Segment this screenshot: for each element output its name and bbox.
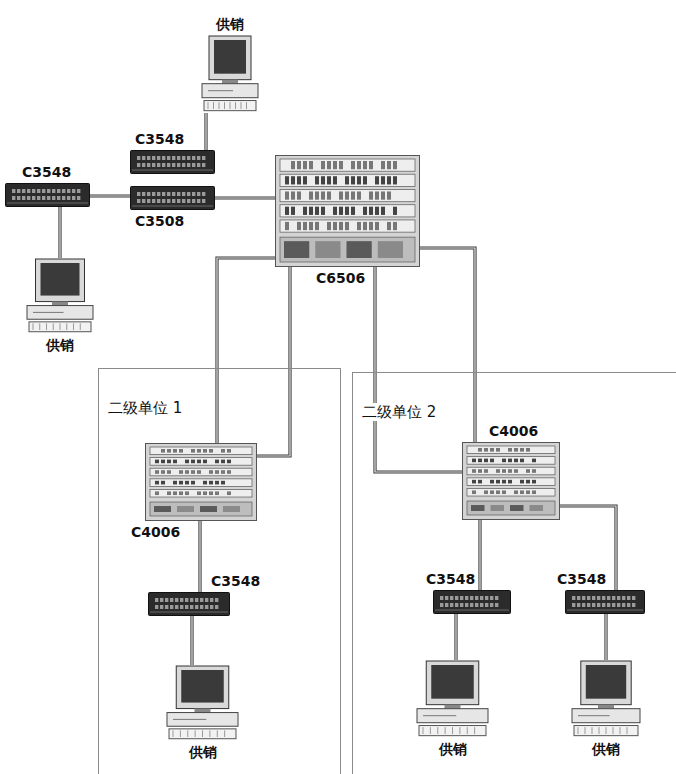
access-switch: C3548 — [433, 590, 511, 614]
network-cable — [59, 207, 60, 258]
computer-icon — [25, 258, 95, 334]
computer-icon — [200, 35, 260, 113]
cable-outline — [90, 194, 130, 197]
unit-title: 二级单位 2 — [362, 403, 436, 421]
workstation: 供销 — [25, 258, 95, 334]
cable-outline — [454, 614, 457, 660]
access-switch: C3548 — [5, 183, 90, 207]
switch-icon — [130, 186, 215, 210]
device-label: C3548 — [21, 164, 72, 180]
network-cable — [375, 267, 462, 472]
device-label: C6506 — [315, 270, 366, 286]
core-switch: C4006 — [462, 442, 560, 520]
device-label: 供销 — [438, 741, 468, 757]
switch-icon — [433, 590, 511, 614]
switch-icon — [148, 592, 230, 616]
cable-outline — [190, 616, 193, 665]
cable-outline — [198, 521, 201, 592]
workstation: 供销 — [200, 35, 260, 113]
switch-icon — [145, 443, 257, 521]
network-cable — [205, 113, 206, 150]
device-label: 供销 — [188, 744, 218, 760]
device-label: 供销 — [45, 337, 75, 353]
computer-icon — [165, 665, 240, 741]
network-cable — [455, 614, 456, 660]
cable-outline — [604, 614, 607, 660]
core-switch: C6506 — [275, 155, 420, 267]
device-label: C4006 — [488, 423, 539, 439]
device-label: C3548 — [425, 571, 476, 587]
device-label: C3508 — [134, 213, 185, 229]
network-cable — [199, 521, 200, 592]
network-cable — [257, 267, 290, 456]
cable-outline — [204, 113, 207, 150]
network-cable — [191, 616, 192, 665]
cable-outline — [217, 258, 275, 443]
workstation: 供销 — [570, 660, 642, 738]
unit-region: 二级单位 1 C4006C3548 供销 — [98, 368, 341, 774]
switch-icon — [462, 442, 560, 520]
unit-title: 二级单位 1 — [108, 399, 182, 417]
device-label: 供销 — [215, 16, 245, 32]
switch-icon — [130, 150, 215, 174]
device-label: C3548 — [556, 571, 607, 587]
device-label: C3548 — [134, 131, 185, 147]
switch-icon — [565, 590, 645, 614]
access-switch: C3548 — [565, 590, 645, 614]
cable-outline — [257, 267, 290, 456]
cable-outline — [58, 207, 61, 258]
unit-region: 二级单位 2C4006C3548C3548供销供销 — [352, 372, 676, 774]
core-switch: C4006 — [145, 443, 257, 521]
access-switch: C3548 — [130, 150, 215, 174]
cable-outline — [478, 520, 481, 590]
cable-outline — [375, 267, 462, 472]
computer-icon — [415, 660, 490, 738]
device-label: C3548 — [210, 573, 261, 589]
connectors — [60, 113, 616, 665]
cable-outline — [215, 196, 275, 199]
network-cable — [215, 197, 275, 198]
workstation: 供销 — [415, 660, 490, 738]
network-cable — [90, 195, 130, 196]
device-label: 供销 — [591, 741, 621, 757]
network-cable — [217, 258, 275, 443]
access-switch: C3508 — [130, 186, 215, 210]
device-label: C4006 — [130, 524, 181, 540]
network-cable — [479, 520, 480, 590]
workstation: 供销 — [165, 665, 240, 741]
switch-icon — [275, 155, 420, 267]
network-cable — [605, 614, 606, 660]
access-switch: C3548 — [148, 592, 230, 616]
switch-icon — [5, 183, 90, 207]
computer-icon — [570, 660, 642, 738]
